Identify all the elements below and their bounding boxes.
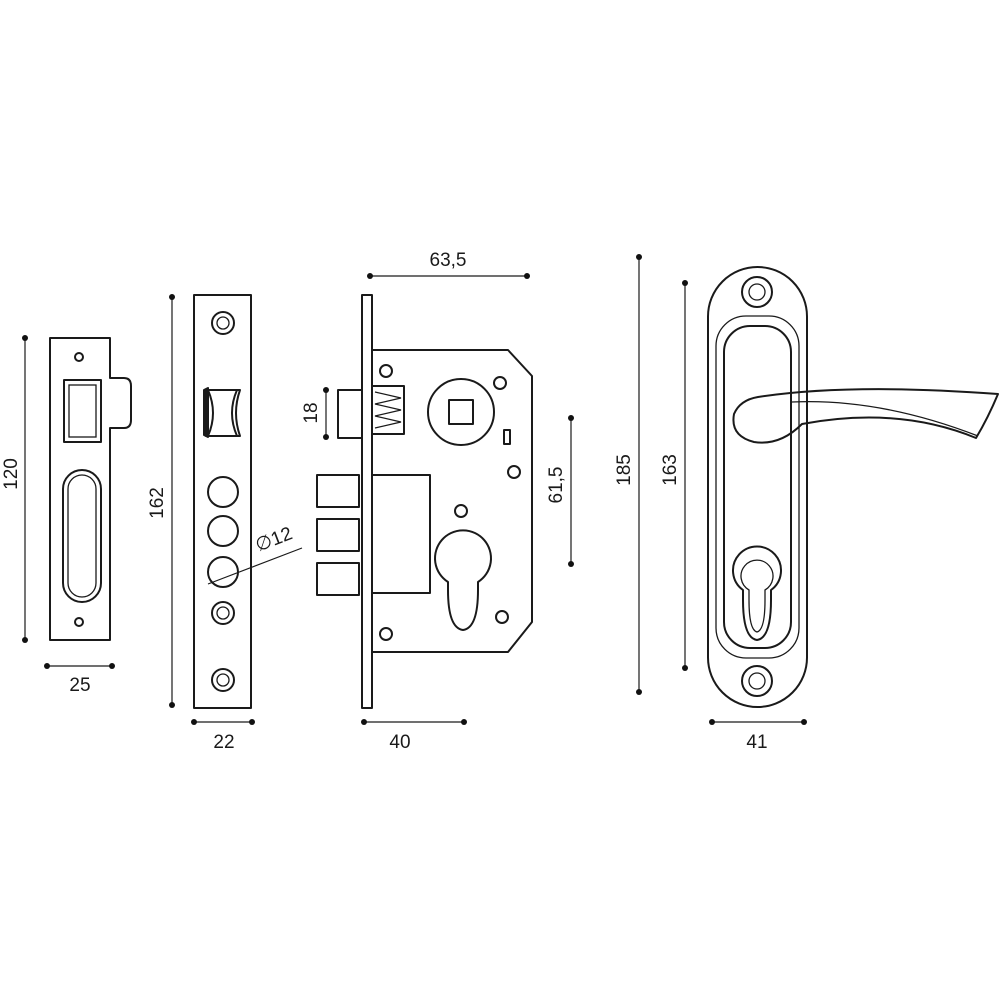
faceplate-height-label: 162 [147,487,168,519]
handle-total-height-dimension: 185 [614,254,642,695]
handle-width-dimension: 41 [709,719,807,753]
strike-height-label: 120 [1,458,22,490]
latch-height-dimension: 18 [301,387,329,440]
handle-inner-height-label: 163 [660,454,681,486]
backset-dimension: 63,5 [367,250,530,279]
faceplate-width-label: 22 [213,732,234,753]
door-handle [707,266,999,708]
body-width-label: 40 [389,732,410,753]
strike-plate [49,337,132,641]
bolt-diameter-label: ∅12 [253,523,296,556]
handle-total-height-label: 185 [614,454,635,486]
center-distance-label: 61,5 [546,467,567,504]
lock-faceplate [193,294,303,709]
backset-label: 63,5 [430,250,467,271]
faceplate-height-dimension: 162 [147,294,175,708]
handle-inner-height-dimension: 163 [660,280,688,671]
strike-height-dimension: 120 [1,335,28,643]
center-distance-dimension: 61,5 [546,415,574,567]
body-width-dimension: 40 [361,719,467,753]
lock-body [316,294,533,709]
handle-width-label: 41 [746,732,767,753]
strike-width-dimension: 25 [44,663,115,696]
faceplate-width-dimension: 22 [191,719,255,753]
latch-height-label: 18 [301,402,322,423]
strike-width-label: 25 [69,675,90,696]
